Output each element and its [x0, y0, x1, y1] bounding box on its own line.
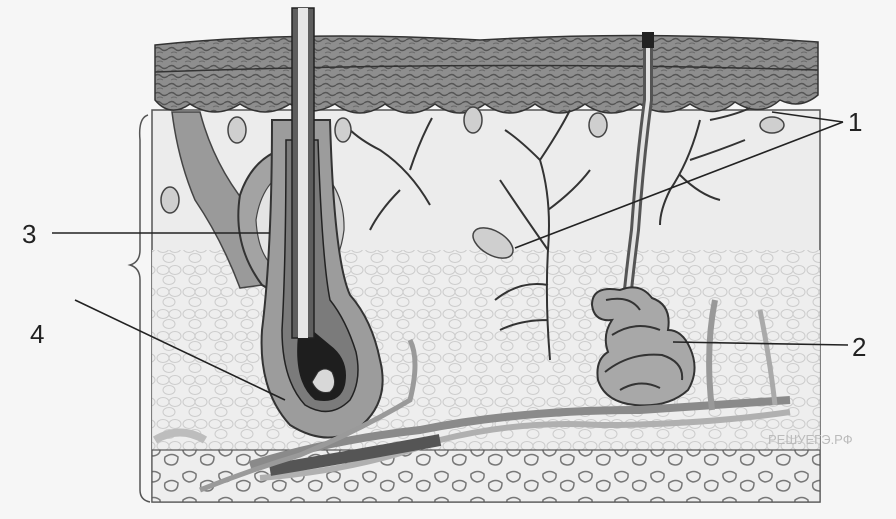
hair-shaft	[292, 8, 314, 338]
watermark: РЕШУЕГЭ.РФ	[768, 432, 853, 447]
label-2: 2	[852, 332, 866, 362]
epidermis-layer	[155, 35, 818, 113]
label-1: 1	[848, 107, 862, 137]
label-3: 3	[22, 219, 36, 249]
label-4: 4	[30, 319, 44, 349]
layer-bracket	[130, 115, 150, 502]
